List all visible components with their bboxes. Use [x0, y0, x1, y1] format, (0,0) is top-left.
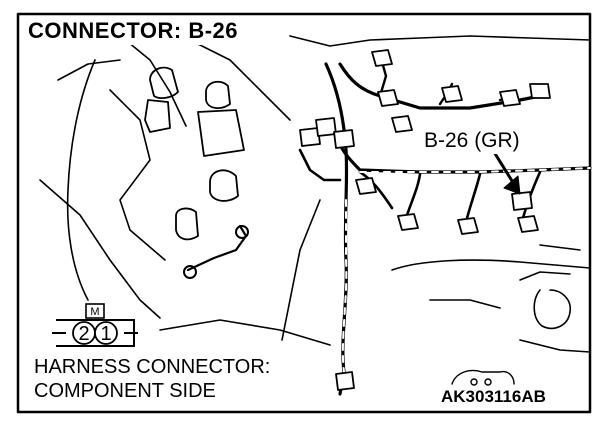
illustration-part-number: AK303116AB: [438, 386, 549, 408]
small-fitting: [451, 369, 515, 386]
ground-strap: [186, 224, 248, 272]
bracket-left: [144, 66, 245, 241]
connector-key-tab: [85, 303, 105, 319]
caption-harness-connector: HARNESS CONNECTOR:: [30, 356, 275, 378]
connector-blocks: [299, 49, 551, 391]
outer-border: [16, 12, 592, 414]
caption-component-side: COMPONENT SIDE: [30, 380, 220, 402]
connector-key-label: M: [90, 306, 99, 318]
connector-pin-2-label: 2: [78, 323, 89, 345]
connector-callout-label: B-26 (GR): [420, 128, 524, 154]
connector-pin-1: [94, 321, 118, 345]
ground-terminal-lower: [183, 265, 197, 279]
harness-dashes: [341, 167, 591, 373]
callout-arrow: [492, 150, 516, 186]
connector-face-symbol: M 2 1: [52, 303, 138, 347]
ground-terminal-upper: [235, 225, 249, 239]
connector-pin-1-label: 1: [100, 323, 111, 345]
engine-body-outlines: [39, 35, 591, 353]
connector-title: CONNECTOR: B-26: [24, 17, 243, 45]
callout-arrowhead: [503, 175, 521, 195]
